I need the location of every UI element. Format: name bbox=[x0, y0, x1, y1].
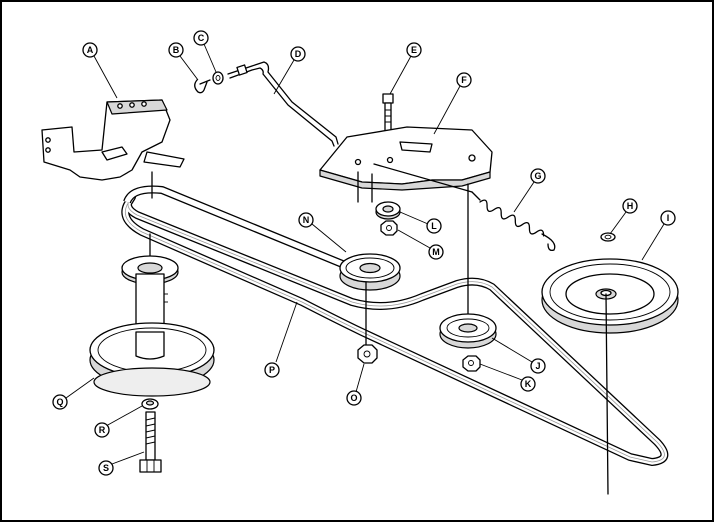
spring-g bbox=[471, 191, 556, 252]
callout-label: J bbox=[535, 361, 540, 371]
callout-d: D bbox=[290, 46, 306, 62]
hairpin-clip-b bbox=[194, 79, 211, 94]
callout-a: A bbox=[82, 42, 98, 58]
callout-j: J bbox=[530, 358, 546, 374]
callout-label: K bbox=[525, 379, 532, 389]
nut-m bbox=[380, 220, 398, 236]
callout-r: R bbox=[94, 422, 110, 438]
callout-label: B bbox=[173, 45, 180, 55]
callout-label: F bbox=[461, 75, 467, 85]
callout-label: E bbox=[411, 45, 417, 55]
spindle-pulley-q bbox=[89, 171, 215, 397]
callout-k: K bbox=[520, 376, 536, 392]
callout-label: H bbox=[627, 201, 634, 211]
belt-p bbox=[121, 185, 669, 466]
clip-h bbox=[600, 232, 616, 242]
callout-label: O bbox=[350, 393, 357, 403]
bolt-s bbox=[139, 411, 162, 473]
callout-c: C bbox=[193, 30, 209, 46]
callout-s: S bbox=[98, 460, 114, 476]
callout-f: F bbox=[456, 72, 472, 88]
callout-n: N bbox=[298, 212, 314, 228]
nut-k bbox=[462, 355, 481, 372]
callout-label: L bbox=[431, 221, 437, 231]
washer-c bbox=[212, 71, 224, 85]
callout-label: S bbox=[103, 463, 109, 473]
callout-i: I bbox=[660, 210, 676, 226]
callout-h: H bbox=[622, 198, 638, 214]
callout-b: B bbox=[168, 42, 184, 58]
nut-o bbox=[357, 344, 378, 364]
callout-label: M bbox=[432, 247, 440, 257]
washer-r bbox=[141, 398, 159, 410]
callout-m: M bbox=[428, 244, 444, 260]
callout-p: P bbox=[264, 362, 280, 378]
callout-label: G bbox=[534, 171, 541, 181]
callout-label: Q bbox=[56, 397, 63, 407]
idler-plate-f bbox=[319, 126, 493, 343]
bracket-a bbox=[41, 99, 185, 181]
callout-l: L bbox=[426, 218, 442, 234]
idler-pulley-n bbox=[339, 253, 401, 347]
callout-q: Q bbox=[52, 394, 68, 410]
rod-d bbox=[227, 61, 339, 147]
idler-pulley-j bbox=[439, 313, 497, 349]
callout-label: N bbox=[303, 215, 310, 225]
callout-label: A bbox=[87, 45, 94, 55]
callout-o: O bbox=[346, 390, 362, 406]
callout-label: I bbox=[667, 213, 670, 223]
callout-g: G bbox=[530, 168, 546, 184]
bearing-l bbox=[375, 201, 401, 220]
callout-e: E bbox=[406, 42, 422, 58]
callout-label: D bbox=[295, 49, 302, 59]
pulley-i bbox=[541, 258, 679, 495]
callout-label: R bbox=[99, 425, 106, 435]
leader-lines bbox=[65, 43, 665, 465]
callout-label: C bbox=[198, 33, 205, 43]
callout-label: P bbox=[269, 365, 275, 375]
